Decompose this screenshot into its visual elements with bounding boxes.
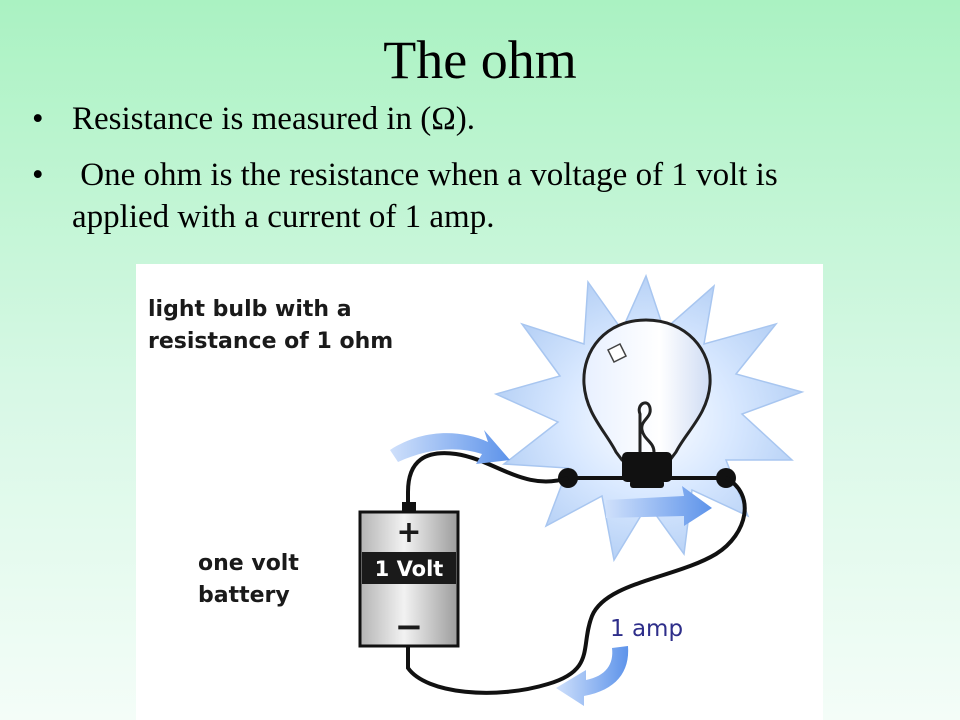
bullet-list: • Resistance is measured in (Ω). • One o… [30,98,930,252]
bullet-text: Resistance is measured in (Ω). [72,101,475,137]
bulb-label-line2: resistance of 1 ohm [148,329,393,354]
battery-voltage-text: 1 Volt [375,557,444,581]
battery-minus: − [395,607,424,647]
current-label: 1 amp [610,616,683,642]
bullet-text: One ohm is the resistance when a voltage… [72,157,786,235]
bulb-label-line1: light bulb with a [148,297,352,322]
bullet-item: • One ohm is the resistance when a volta… [30,154,930,238]
bullet-marker: • [32,101,44,137]
current-arrow-icon [606,486,712,526]
slide-title: The ohm [383,30,577,90]
wire-top [406,451,569,512]
bullet-item: • Resistance is measured in (Ω). [30,98,930,140]
battery-label-line1: one volt [198,551,299,576]
wire-bottom [406,476,747,695]
current-arrow-icon [390,430,510,464]
circuit-diagram: + 1 Volt − light bulb with a resistance … [136,264,823,720]
battery-label-line2: battery [198,583,290,608]
current-arrow-icon [556,646,629,706]
battery-icon [358,502,460,648]
light-bulb-icon [582,318,712,488]
bullet-marker: • [32,157,44,193]
battery-plus: + [396,515,421,550]
